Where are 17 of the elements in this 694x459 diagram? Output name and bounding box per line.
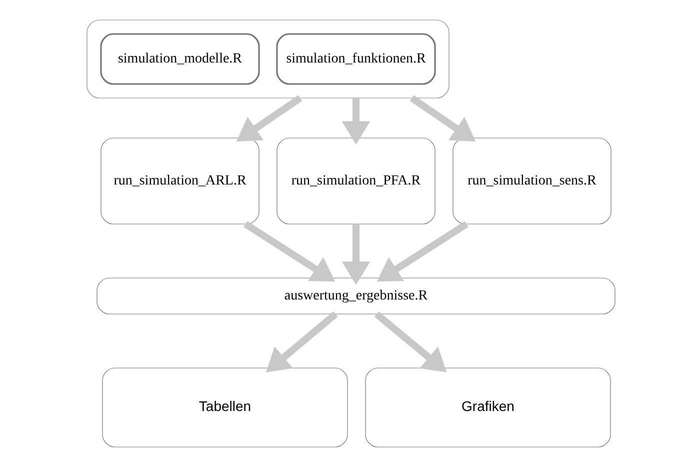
arrow bbox=[342, 98, 370, 144]
node-box: run_simulation_PFA.R bbox=[276, 138, 436, 224]
node-box: simulation_funktionen.R bbox=[276, 33, 436, 85]
node-box: run_simulation_ARL.R bbox=[100, 138, 260, 224]
arrow bbox=[236, 95, 302, 142]
node-box: auswertung_ergebnisse.R bbox=[96, 278, 616, 314]
node-box: Grafiken bbox=[365, 368, 611, 448]
arrow bbox=[376, 221, 468, 282]
cluster bbox=[86, 20, 450, 98]
arrow bbox=[374, 311, 447, 372]
arrow bbox=[266, 311, 338, 372]
node-box: simulation_modelle.R bbox=[100, 33, 260, 85]
arrow bbox=[410, 95, 476, 142]
arrow bbox=[244, 221, 336, 282]
node-box: Tabellen bbox=[102, 368, 348, 448]
node-box: run_simulation_sens.R bbox=[452, 138, 612, 224]
arrow bbox=[342, 224, 370, 285]
